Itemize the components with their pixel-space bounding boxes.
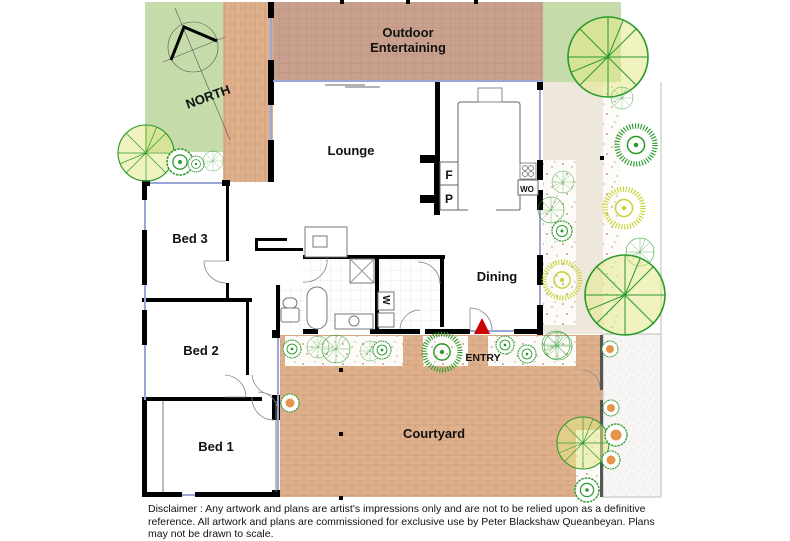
cooktop-icon <box>519 162 537 180</box>
door-swings <box>203 257 601 421</box>
bathroom-fixtures <box>280 226 395 330</box>
room-label-entry: ENTRY <box>465 352 500 364</box>
room-label-bed2: Bed 2 <box>183 343 218 358</box>
brick-path-west <box>223 2 273 182</box>
kitchen-sink-icon <box>477 87 503 103</box>
north-arrow-icon <box>162 7 231 141</box>
room-label-outdoor-2: Entertaining <box>370 40 446 55</box>
room-label-dining: Dining <box>477 269 517 284</box>
washer-label: W <box>380 295 391 305</box>
room-label-courtyard: Courtyard <box>403 426 465 441</box>
room-label-lounge: Lounge <box>328 143 375 158</box>
wall-oven-label: WO <box>520 185 534 194</box>
pantry <box>439 184 459 211</box>
disclaimer-text: Disclaimer : Any artwork and plans are a… <box>148 503 655 540</box>
fridge-label: F <box>445 168 452 182</box>
pantry-label: P <box>445 192 453 206</box>
outdoor-entertaining-deck <box>273 2 543 82</box>
windows <box>144 18 541 496</box>
entry-marker-icon <box>474 318 490 334</box>
landscaping <box>117 16 666 502</box>
room-label-bed3: Bed 3 <box>172 231 207 246</box>
room-label-outdoor: Outdoor <box>382 25 433 40</box>
wall-oven <box>517 179 539 196</box>
floor-plan: NORTH Outdoor Entert <box>117 0 666 527</box>
room-label-bed1: Bed 1 <box>198 439 233 454</box>
